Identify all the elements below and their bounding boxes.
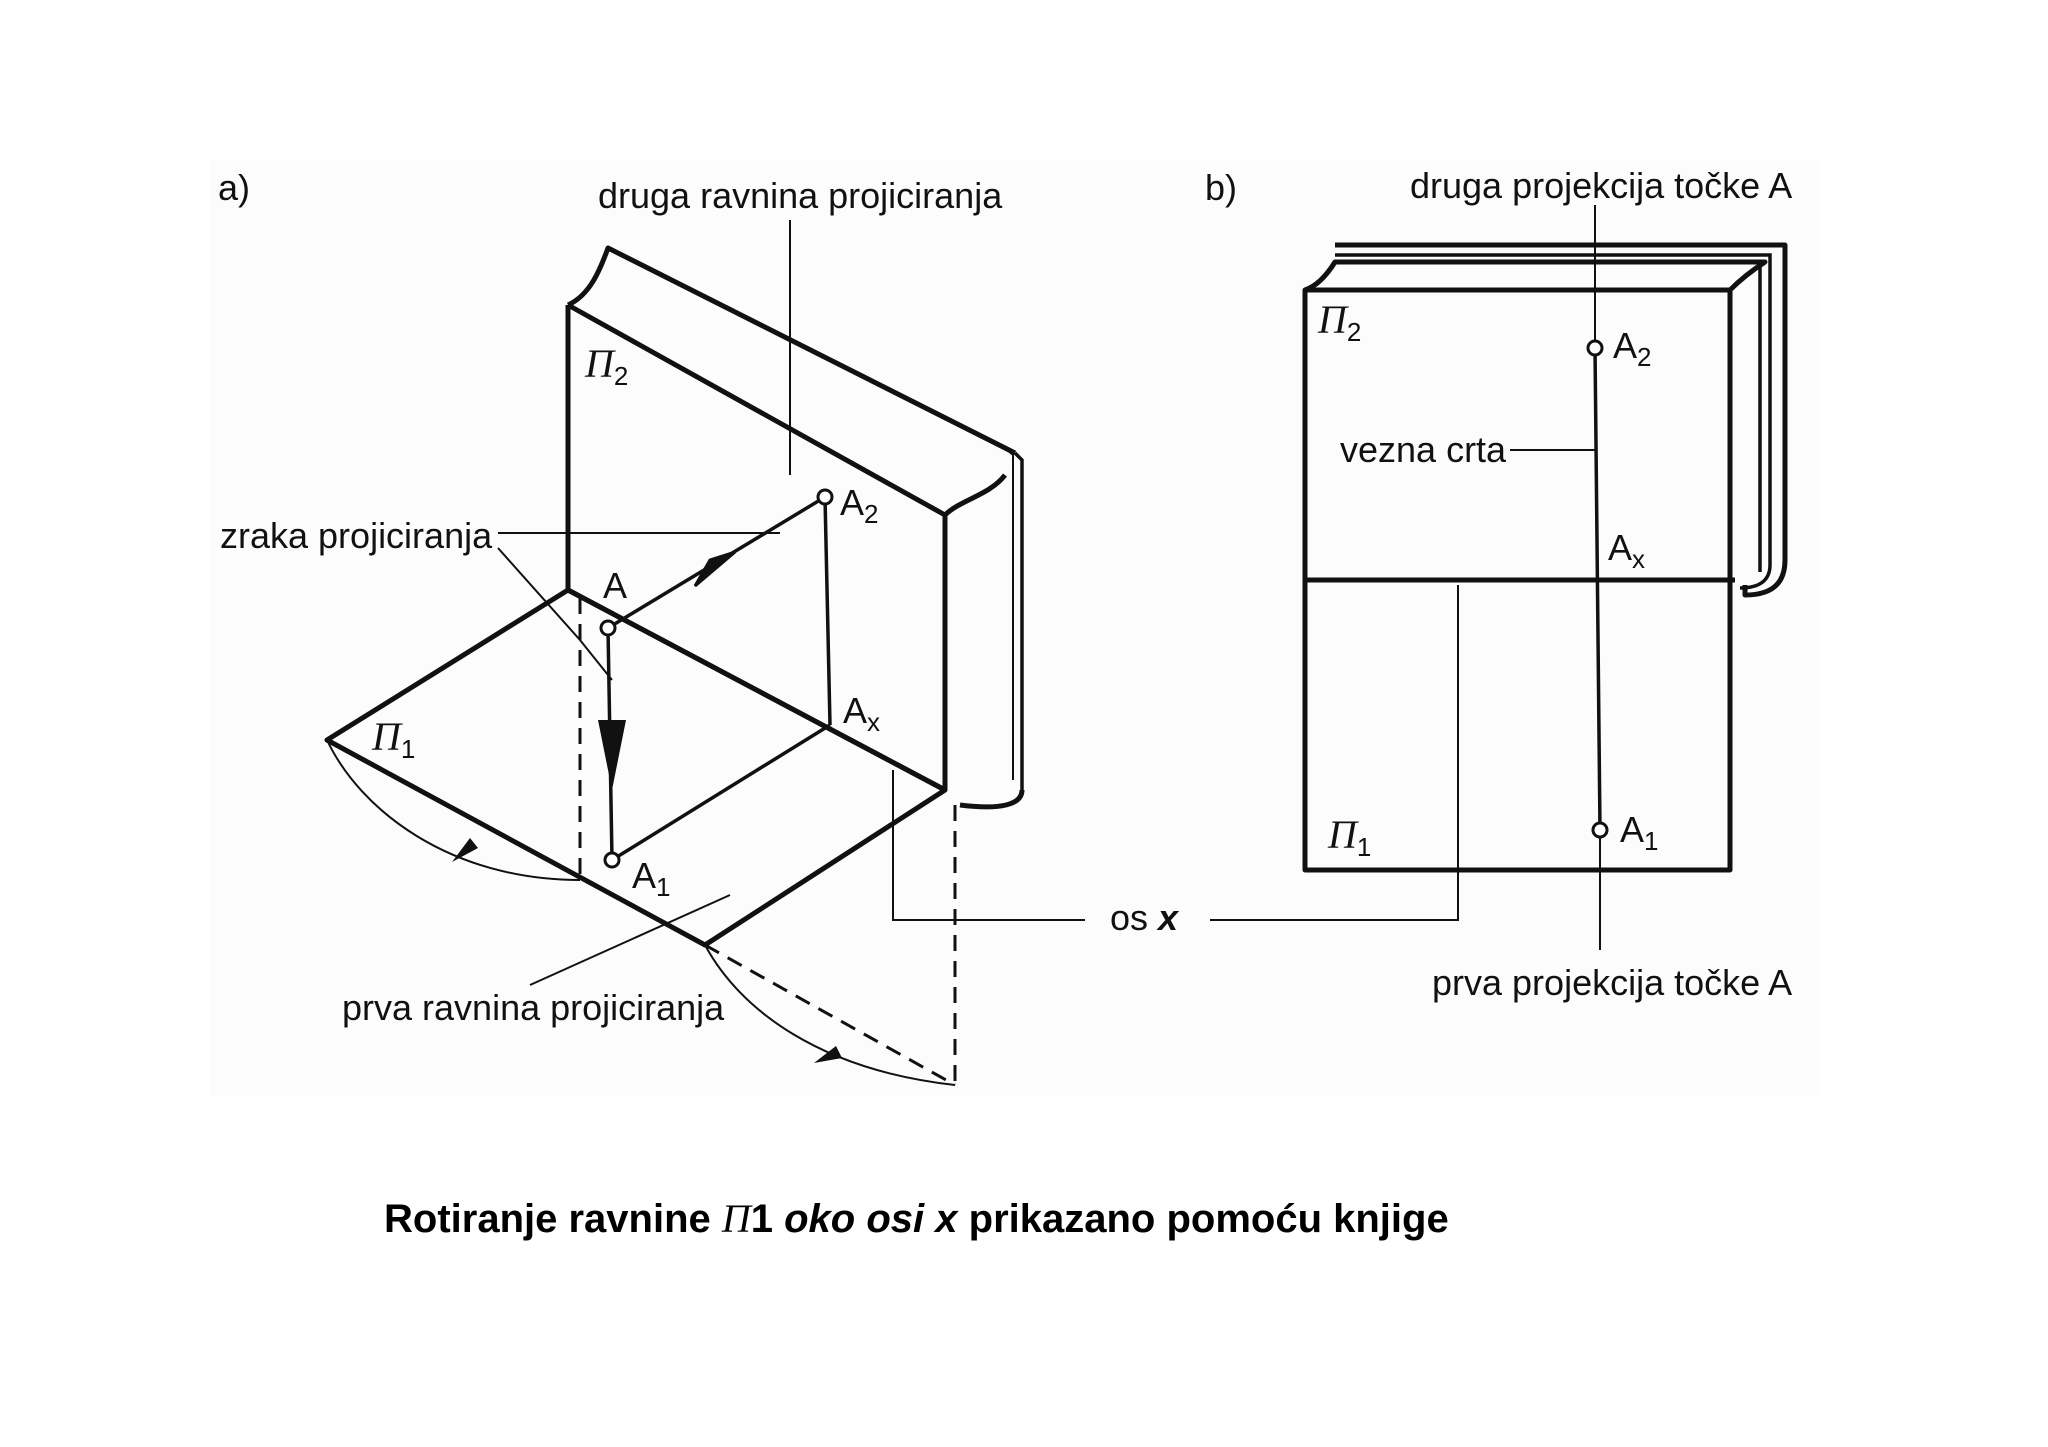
label-a1-b: A1 [1620, 809, 1658, 856]
panel-b-tag: b) [1205, 167, 1237, 208]
panel-a: a) [218, 167, 1085, 1087]
ray-arrow-down [598, 720, 626, 790]
pi2-label-a: Π2 [584, 341, 628, 391]
book-b-top-curl [1304, 259, 1768, 293]
pi2-label-b: Π2 [1317, 297, 1361, 347]
book-b-back-page [1335, 242, 1788, 598]
pi1-label-b: Π1 [1327, 812, 1371, 862]
book-a-spine-curl [959, 789, 1025, 810]
dashed-bottom [704, 943, 956, 1087]
point-a [599, 619, 617, 637]
label-point-a: A [603, 565, 627, 606]
leader-plane1 [529, 894, 731, 986]
label-first-projection: prva projekcija točke A [1432, 962, 1792, 1003]
panel-a-tag: a) [218, 167, 250, 208]
label-ax-a: Ax [843, 690, 880, 737]
point-a1 [603, 851, 621, 869]
label-plane1: prva ravnina projiciranja [342, 987, 725, 1028]
label-second-projection: druga projekcija točke A [1410, 165, 1792, 206]
label-link-line: vezna crta [1340, 429, 1507, 470]
axis-x-a [566, 587, 947, 793]
label-axis-x: os x [1110, 897, 1180, 938]
leader-ray-diagonal [497, 547, 613, 681]
ray-arrow-up [693, 550, 736, 588]
point-a2 [816, 488, 834, 506]
label-a1-a: A1 [632, 855, 670, 902]
link-line [1593, 347, 1602, 831]
label-ax-b: Ax [1608, 527, 1645, 574]
book-a-spine-inner [1004, 447, 1014, 780]
pi1-label-a: Π1 [371, 714, 415, 764]
book-b-back-page-2 [1335, 253, 1772, 590]
book-a-spine-outer [1013, 451, 1024, 790]
figure-background [210, 160, 1820, 1095]
rotation-arrow-left [452, 838, 478, 862]
rotation-arc-left [326, 739, 581, 881]
plane1-b [1302, 580, 1733, 873]
rotation-arrow-right [814, 1046, 842, 1063]
leader-axis-a [892, 770, 1085, 921]
point-a1-b [1591, 821, 1609, 839]
line-a2-ax [823, 496, 832, 726]
line-a1-ax [611, 723, 831, 862]
plane2-top-edge [566, 302, 1007, 518]
point-a2-b [1586, 339, 1604, 357]
label-ray: zraka projiciranja [220, 515, 493, 556]
book-a-top-edge [566, 245, 1017, 456]
label-a2-a: A2 [840, 482, 878, 529]
label-a2-b: A2 [1613, 325, 1651, 372]
figure-caption: Rotiranje ravnine Π1 oko osi x prikazano… [384, 1196, 1449, 1241]
leader-axis-b [1210, 585, 1459, 921]
rotation-arc-right [704, 944, 956, 1086]
label-plane2: druga ravnina projiciranja [598, 175, 1003, 216]
panel-b: b) druga projekcija točke A prva projekc… [1205, 165, 1792, 1003]
